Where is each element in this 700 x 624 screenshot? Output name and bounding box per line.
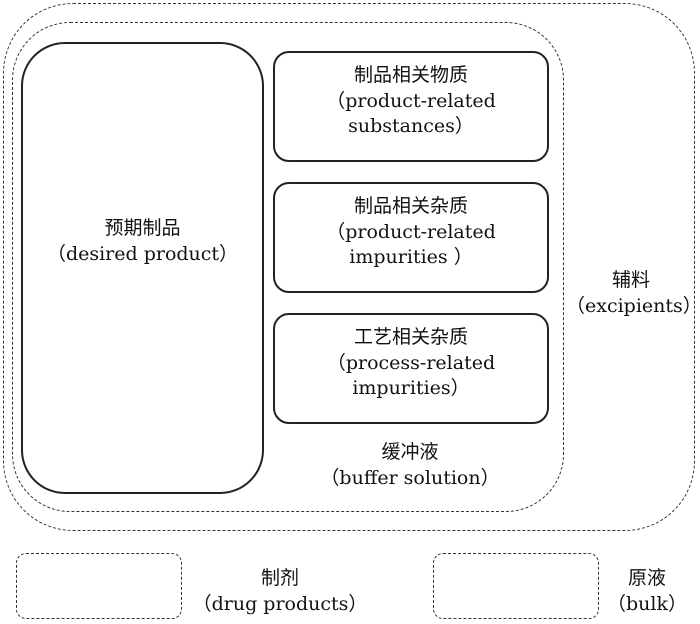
product-related-substances-zh: 制品相关物质 (353, 64, 468, 86)
buffer-solution-label: 缓冲液 （buffer solution） (270, 440, 550, 491)
product-related-substances-en-line2: substances） (348, 115, 474, 138)
buffer-solution-en: （buffer solution） (320, 466, 500, 489)
drug-product-container (3, 3, 695, 531)
legend-drug-products-zh: 制剂 (260, 567, 299, 589)
product-related-substances-label: 制品相关物质 （product-related substances） (273, 63, 549, 140)
product-related-impurities-box (273, 182, 549, 293)
process-related-impurities-label: 工艺相关杂质 （process-related impurities） (273, 325, 549, 402)
legend-drug-products-label: 制剂 （drug products） (180, 566, 380, 617)
desired-product-label-en: （desired product） (46, 242, 239, 265)
legend-bulk-swatch (433, 553, 599, 619)
product-related-substances-box (273, 51, 549, 162)
legend-drug-products-en: （drug products） (192, 592, 368, 615)
desired-product-label: 预期制品 （desired product） (21, 216, 264, 267)
product-related-impurities-en-line1: （product-related (326, 220, 496, 243)
process-related-impurities-en-line1: （process-related (326, 351, 496, 374)
excipients-label: 辅料 （excipients） (566, 268, 700, 319)
legend-bulk-zh: 原液 (627, 567, 666, 589)
excipients-zh: 辅料 (611, 269, 650, 291)
legend-bulk-label: 原液 （bulk） (598, 566, 696, 617)
product-related-substances-en-line1: （product-related (326, 89, 496, 112)
desired-product-box (21, 42, 264, 494)
product-related-impurities-label: 制品相关杂质 （product-related impurities ） (273, 194, 549, 271)
product-related-impurities-zh: 制品相关杂质 (353, 195, 468, 217)
process-related-impurities-en-line2: impurities） (352, 377, 470, 400)
legend-bulk-en: （bulk） (607, 592, 687, 615)
legend-drug-products-swatch (16, 553, 182, 619)
process-related-impurities-box (273, 313, 549, 424)
buffer-solution-zh: 缓冲液 (381, 441, 439, 463)
bulk-container (12, 22, 564, 512)
excipients-en: （excipients） (566, 294, 700, 317)
desired-product-label-zh: 预期制品 (104, 217, 181, 239)
product-related-impurities-en-line2: impurities ） (349, 246, 473, 269)
process-related-impurities-zh: 工艺相关杂质 (353, 326, 468, 348)
